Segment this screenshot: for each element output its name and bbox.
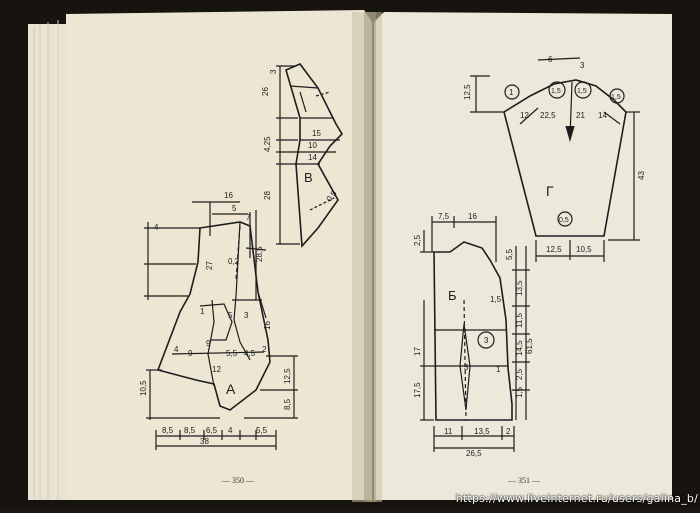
dim-b65: 6,5 xyxy=(206,426,218,435)
dim-r55: 5,5 xyxy=(505,248,514,260)
piece-label-g: Г xyxy=(546,183,554,199)
dim-s45: 4,5 xyxy=(244,349,256,358)
dim-r15b: 1,5 xyxy=(577,88,587,95)
dim-s12: 12 xyxy=(212,365,221,374)
dim-r05: 0,5 xyxy=(559,217,569,224)
dim-r15d: 1,5 xyxy=(515,386,524,398)
dim-b85b: 8,5 xyxy=(184,426,196,435)
dim-r12: 12 xyxy=(520,111,529,120)
dim-s3: 3 xyxy=(244,311,249,320)
dim-r225: 22,5 xyxy=(540,111,556,120)
dim-r145: 14,5 xyxy=(515,340,524,356)
dim-s9: 9 xyxy=(188,349,193,358)
dim-v10: 10 xyxy=(308,141,317,150)
dim-v28: 28 xyxy=(263,191,272,200)
dim-d285: 28,5 xyxy=(255,246,264,262)
right-labels: 12,5 6 3 1 1,5 1,5 1,5 12 22,5 21 14 43 … xyxy=(413,55,646,458)
dim-r14: 14 xyxy=(598,111,607,120)
dim-w7: 7 xyxy=(246,213,251,222)
dim-r15c: 1,5 xyxy=(490,295,502,304)
dim-r135: 13,5 xyxy=(515,280,524,296)
dim-s105: 10,5 xyxy=(139,380,148,396)
dim-r25: 2,5 xyxy=(413,234,422,246)
dim-v425: 4,25 xyxy=(263,136,272,152)
dim-r43: 43 xyxy=(637,171,646,180)
dim-r265: 26,5 xyxy=(466,449,482,458)
dim-s5: 5 xyxy=(228,311,233,320)
dim-r15a: 1,5 xyxy=(551,88,561,95)
dim-r175: 17,5 xyxy=(413,382,422,398)
dim-r17: 17 xyxy=(413,347,422,356)
dim-r1b: 1 xyxy=(496,365,501,374)
piece-label-v: В xyxy=(304,170,313,185)
dim-d16: 16 xyxy=(263,321,272,330)
dim-v14: 14 xyxy=(308,153,317,162)
dim-b4: 4 xyxy=(228,426,233,435)
right-pattern xyxy=(420,57,640,452)
dim-v15: 15 xyxy=(312,129,321,138)
dim-s55: 5,5 xyxy=(226,349,238,358)
dim-r11: 11 xyxy=(444,427,453,436)
dim-r125: 12,5 xyxy=(463,84,472,100)
dim-s125: 12,5 xyxy=(283,368,292,384)
dim-b38: 38 xyxy=(200,437,209,446)
dim-d27: 27 xyxy=(205,261,214,270)
dim-top-3: 3 xyxy=(269,69,278,74)
piece-label-b: Б xyxy=(448,288,457,303)
dim-r3c: 3 xyxy=(484,336,489,345)
left-page xyxy=(66,10,372,500)
left-pattern xyxy=(144,63,344,450)
right-page-number: — 351 — xyxy=(508,476,540,485)
dim-r115: 11,5 xyxy=(515,312,524,328)
dim-r16: 16 xyxy=(468,212,477,221)
dim-s4: 4 xyxy=(174,345,179,354)
dim-b55: 5,5 xyxy=(256,426,268,435)
dim-r6: 6 xyxy=(548,55,553,64)
piece-label-a: А xyxy=(226,381,236,397)
dim-r615: 61,5 xyxy=(525,338,534,354)
dim-r3: 3 xyxy=(580,61,585,70)
dim-w16: 16 xyxy=(224,191,233,200)
dim-r125b: 12,5 xyxy=(546,245,562,254)
dim-r21: 21 xyxy=(576,111,585,120)
dim-w4: 4 xyxy=(154,223,159,232)
dim-b85a: 8,5 xyxy=(162,426,174,435)
dim-r1: 1 xyxy=(509,88,514,97)
dim-s2: 2 xyxy=(262,345,267,354)
dim-r2: 2 xyxy=(506,427,511,436)
dim-s1: 1 xyxy=(200,307,205,316)
dim-w5: 5 xyxy=(232,204,237,213)
left-labels: 26 3 15 10 4,25 14 28 0,5 В 16 5 4 7 27 … xyxy=(139,69,339,446)
dim-d02: 0,2 xyxy=(228,257,240,266)
dim-r3d: 3 xyxy=(464,363,469,372)
dim-r75: 7,5 xyxy=(438,212,450,221)
dim-r105: 10,5 xyxy=(576,245,592,254)
right-page xyxy=(374,12,672,500)
dim-s85: 8,5 xyxy=(283,398,292,410)
dim-s9b: 9 xyxy=(206,339,211,348)
dim-top-26: 26 xyxy=(261,87,270,96)
dim-r15e: 1,5 xyxy=(611,94,621,101)
left-page-number: — 350 — xyxy=(222,476,254,485)
dim-r135b: 13,5 xyxy=(474,427,490,436)
watermark-url: https://www.liveinternet.ru/users/galina… xyxy=(455,492,698,505)
dim-r25b: 2,5 xyxy=(515,368,524,380)
